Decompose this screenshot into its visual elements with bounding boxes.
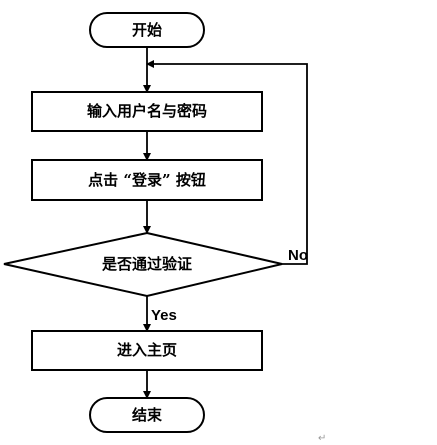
start-label: 开始 xyxy=(132,21,162,39)
edge-verify-no xyxy=(146,60,308,265)
paragraph-mark: ↵ xyxy=(318,433,326,444)
node-end: 结束 xyxy=(89,397,205,433)
click-login-label: 点击 “登录” 按钮 xyxy=(88,171,206,189)
start-terminator-shape xyxy=(89,12,205,48)
edge-label-yes: Yes xyxy=(151,307,177,324)
verify-label: 是否通过验证 xyxy=(101,255,192,273)
enter-home-label: 进入主页 xyxy=(117,341,177,359)
node-verify: 是否通过验证 xyxy=(3,231,283,298)
node-click-login: 点击 “登录” 按钮 xyxy=(31,159,263,201)
edge-label-no: No xyxy=(288,247,308,264)
node-enter-home: 进入主页 xyxy=(31,330,263,371)
end-terminator-shape xyxy=(89,397,205,433)
node-start: 开始 xyxy=(89,12,205,48)
click-login-box xyxy=(31,159,263,201)
input-credentials-label: 输入用户名与密码 xyxy=(87,102,207,120)
end-label: 结束 xyxy=(132,406,163,424)
enter-home-box xyxy=(31,330,263,371)
verify-decision-shape xyxy=(3,231,283,298)
input-credentials-box xyxy=(31,91,263,132)
node-input-credentials: 输入用户名与密码 xyxy=(31,91,263,132)
